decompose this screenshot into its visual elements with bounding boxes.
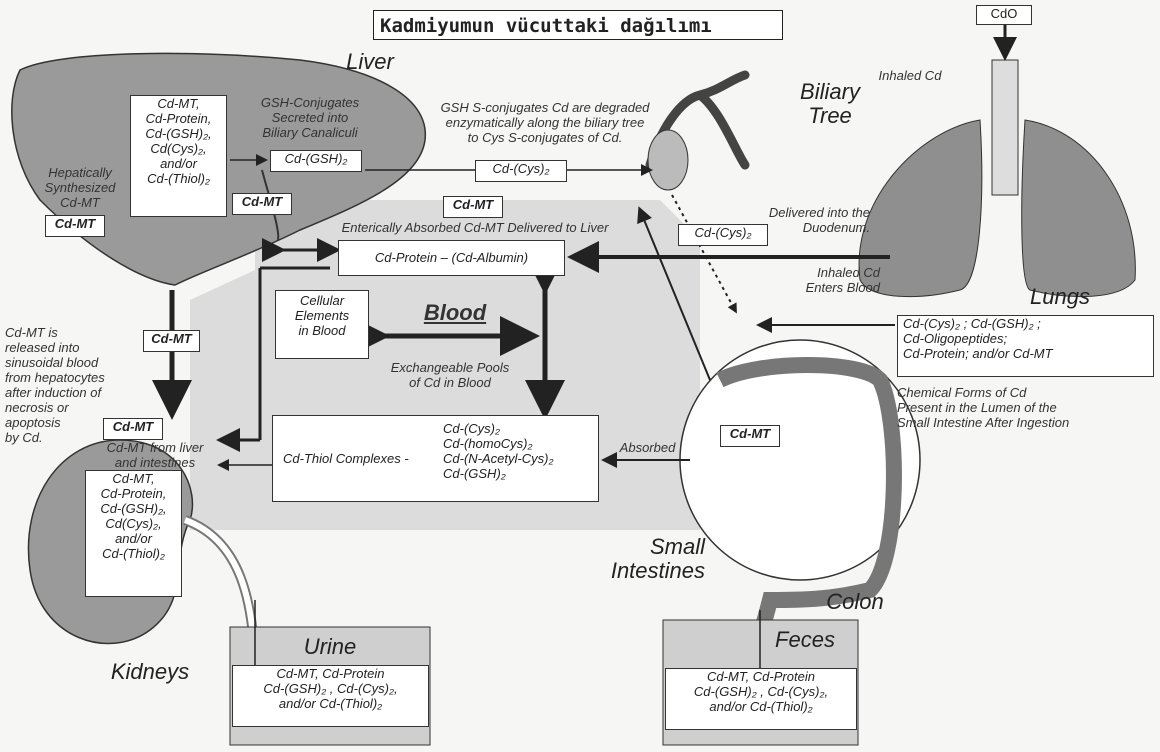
biliary-label: Biliary Tree xyxy=(780,80,880,128)
colon-label: Colon xyxy=(815,590,895,614)
cd-protein-box: Cd-Protein – (Cd-Albumin) xyxy=(338,240,565,276)
gsh-conjugates-text: GSH-Conjugates Secreted into Biliary Can… xyxy=(250,95,370,140)
thiol-complex-box: Cd-Thiol Complexes - Cd-(Cys)₂ Cd-(homoC… xyxy=(272,415,599,502)
feces-label: Feces xyxy=(760,628,850,652)
feces-forms-box: Cd-MT, Cd-Protein Cd-(GSH)₂ , Cd-(Cys)₂,… xyxy=(665,668,857,730)
cdmt-liver2-box: Cd-MT xyxy=(232,193,292,215)
page-title: Kadmiyumun vücuttaki dağılımı xyxy=(373,10,783,40)
cdmt-enteric-box: Cd-MT xyxy=(443,196,503,218)
hepatic-synth-text: Hepatically Synthesized Cd-MT xyxy=(30,165,130,210)
cd-gsh2-box: Cd-(GSH)₂ xyxy=(270,150,362,172)
from-liver-int-text: Cd-MT from liver and intestines xyxy=(90,440,220,470)
delivered-duodenum-text: Delivered into the Duodenum. xyxy=(760,205,870,235)
kidneys-label: Kidneys xyxy=(95,660,205,684)
absorbed-text: Absorbed xyxy=(610,440,685,455)
thiol-label: Cd-Thiol Complexes - xyxy=(283,451,409,466)
enteric-text: Enterically Absorbed Cd-MT Delivered to … xyxy=(310,220,640,235)
urine-label: Urine xyxy=(285,635,375,659)
thiol-list: Cd-(Cys)₂ Cd-(homoCys)₂ Cd-(N-Acetyl-Cys… xyxy=(443,421,553,481)
inhaled-cd-text: Inhaled Cd xyxy=(865,68,955,83)
cdmt-liver-box: Cd-MT xyxy=(45,215,105,237)
urine-forms-box: Cd-MT, Cd-Protein Cd-(GSH)₂ , Cd-(Cys)₂,… xyxy=(232,665,429,727)
cd-cys2-bile-box: Cd-(Cys)₂ xyxy=(475,160,567,182)
lumen-forms-box: Cd-(Cys)₂ ; Cd-(GSH)₂ ; Cd-Oligopeptides… xyxy=(897,315,1154,377)
cdmt-kidney-box: Cd-MT xyxy=(103,418,163,440)
inhaled-enters-text: Inhaled Cd Enters Blood xyxy=(770,265,880,295)
cellular-elements-box: Cellular Elements in Blood xyxy=(275,290,369,359)
gsh-degraded-text: GSH S-conjugates Cd are degraded enzymat… xyxy=(400,100,690,145)
liver-cd-forms: Cd-MT, Cd-Protein, Cd-(GSH)₂, Cd(Cys)₂, … xyxy=(130,95,227,217)
cdmt-release-box: Cd-MT xyxy=(143,330,200,352)
blood-label: Blood xyxy=(410,300,500,326)
cdo-box: CdO xyxy=(976,5,1032,25)
trachea xyxy=(992,60,1018,195)
exchangeable-pools-text: Exchangeable Pools of Cd in Blood xyxy=(380,360,520,390)
small-intestines-label: Small Intestines xyxy=(585,535,705,583)
liver-label: Liver xyxy=(330,50,410,74)
cd-cys2-duodenum-box: Cd-(Cys)₂ xyxy=(678,224,768,246)
cdmt-intestine-box: Cd-MT xyxy=(720,425,780,447)
lumen-caption: Chemical Forms of Cd Present in the Lume… xyxy=(897,385,1147,430)
kidney-cd-forms: Cd-MT, Cd-Protein, Cd-(GSH)₂, Cd(Cys)₂, … xyxy=(85,470,182,597)
lungs-label: Lungs xyxy=(1015,285,1105,309)
